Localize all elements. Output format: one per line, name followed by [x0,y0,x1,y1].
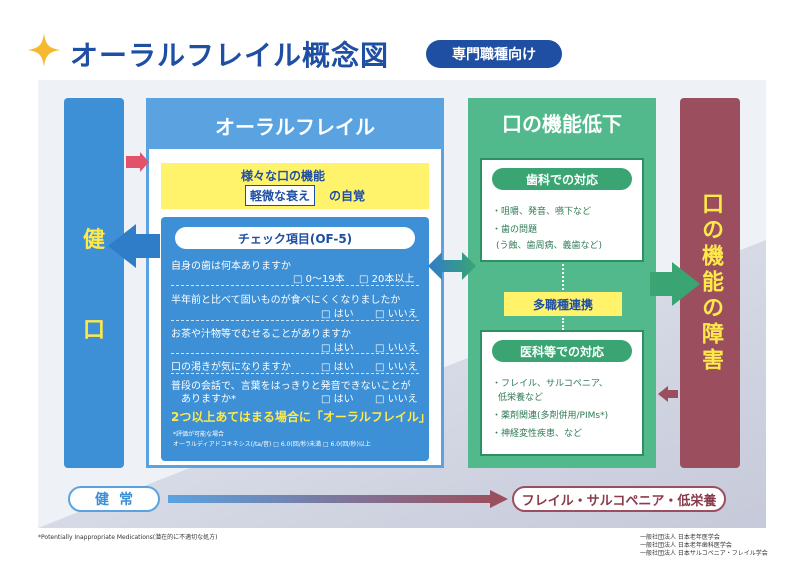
multidisciplinary-label: 多職種連携 [504,292,622,316]
decline-header: 口の機能低下 [502,111,622,136]
divider [171,353,419,354]
dental-item-2: ・歯の問題 [492,225,538,235]
check-item-4-option-1[interactable]: □ はい [321,362,354,373]
check-item-3: お茶や汁物等でむせることがありますか [171,329,351,340]
audience-badge: 専門職種向け [426,40,562,68]
org-geriatric-dentistry: 一般社団法人 日本老年歯科医学会 [640,542,732,549]
dental-item-3: (う蝕、歯周病、義歯など) [496,241,603,251]
check-item-3-option-1[interactable]: □ はい [321,343,354,354]
check-item-4: 口の渇きが気になりますか [171,362,291,373]
check-item-1-option-2[interactable]: □ 20本以上 [359,274,415,285]
medical-care-title: 医科等での対応 [492,340,632,362]
star-icon [27,33,61,67]
check-item-2: 半年前と比べて固いものが食べにくくなりましたか [171,295,401,306]
divider [171,320,419,321]
frailty-sarcopenia-pill: フレイル・サルコペニア・低栄養 [512,486,726,512]
divider [171,285,419,286]
check-item-2-option-2[interactable]: □ いいえ [375,309,418,320]
page-title: オーラルフレイル概念図 [70,39,390,72]
dental-item-1: ・咀嚼、発音、嚥下など [492,207,592,217]
connector-dotted [562,264,564,290]
checklist-title: チェック項目(OF-5) [175,227,415,249]
healthy-label-char2: 口 [82,318,105,343]
org-sarcopenia-frailty: 一般社団法人 日本サルコペニア・フレイル学会 [640,550,768,557]
medical-care-box: 医科等での対応 ・フレイル、サルコペニア、 低栄養など ・薬剤関連(多剤併用/P… [480,330,644,456]
org-geriatrics: 一般社団法人 日本老年医学会 [640,534,720,541]
oral-frailty-header: オーラルフレイル [149,101,441,149]
progression-arrow-icon [168,490,508,508]
medical-item-3: ・薬剤関連(多剤併用/PIMs*) [492,411,609,421]
medical-item-1: ・フレイル、サルコペニア、 [492,379,608,389]
medical-item-2: 低栄養など [498,393,544,403]
check-item-5-cont: ありますか* [181,394,236,405]
healthy-mouth-column: 健 口 [64,98,124,468]
arrow-left-icon [658,386,678,402]
pims-footnote: *Potentially Inappropriate Medications(潜… [38,534,218,541]
awareness-box: 様々な口の機能 軽微な衰え の自覚 [161,163,429,209]
divider [171,373,419,374]
double-arrow-icon [428,252,476,280]
check-item-1-option-1[interactable]: □ 0〜19本 [293,274,345,285]
check-item-5-option-2[interactable]: □ いいえ [375,394,418,405]
awareness-line1: 様々な口の機能 [241,169,326,183]
disability-label: 口の機能の障害 [698,192,723,374]
check-item-1: 自身の歯は何本ありますか [171,261,291,272]
check-item-4-option-2[interactable]: □ いいえ [375,362,418,373]
arrow-left-icon [108,224,160,268]
mouth-function-decline-box: 口の機能低下 歯科での対応 ・咀嚼、発音、嚥下など ・歯の問題 (う蝕、歯周病、… [468,98,656,468]
check-item-5: 普段の会話で、言葉をはっきりと発音できないことが [171,381,411,392]
check-item-3-option-2[interactable]: □ いいえ [375,343,418,354]
dental-care-title: 歯科での対応 [492,168,632,190]
check-item-5-option-1[interactable]: □ はい [321,394,354,405]
checklist-conclusion: 2つ以上あてはまる場合に「オーラルフレイル」 [171,410,431,424]
healthy-pill: 健常 [68,486,160,512]
oral-frailty-box: オーラルフレイル 様々な口の機能 軽微な衰え の自覚 チェック項目(OF-5) … [146,98,444,468]
checklist-area: チェック項目(OF-5) 自身の歯は何本ありますか □ 0〜19本 □ 20本以… [161,217,431,461]
arrow-right-icon [126,152,149,172]
healthy-label-char1: 健 [82,228,105,253]
awareness-line2: の自覚 [329,189,366,203]
arrow-right-icon [650,262,700,306]
awareness-tag: 軽微な衰え [245,185,316,206]
diadochokinesis-note: オーラルディアドコキネシス(/ta/音) □ 6.0(回/秒)未満 □ 6.0(… [173,441,371,448]
connector-dotted [562,318,564,330]
check-item-2-option-1[interactable]: □ はい [321,309,354,320]
dental-care-box: 歯科での対応 ・咀嚼、発音、嚥下など ・歯の問題 (う蝕、歯周病、義歯など) [480,158,644,262]
evaluation-note: *評価が可能な場合 [173,431,225,438]
medical-item-4: ・神経変性疾患、など [492,429,583,439]
